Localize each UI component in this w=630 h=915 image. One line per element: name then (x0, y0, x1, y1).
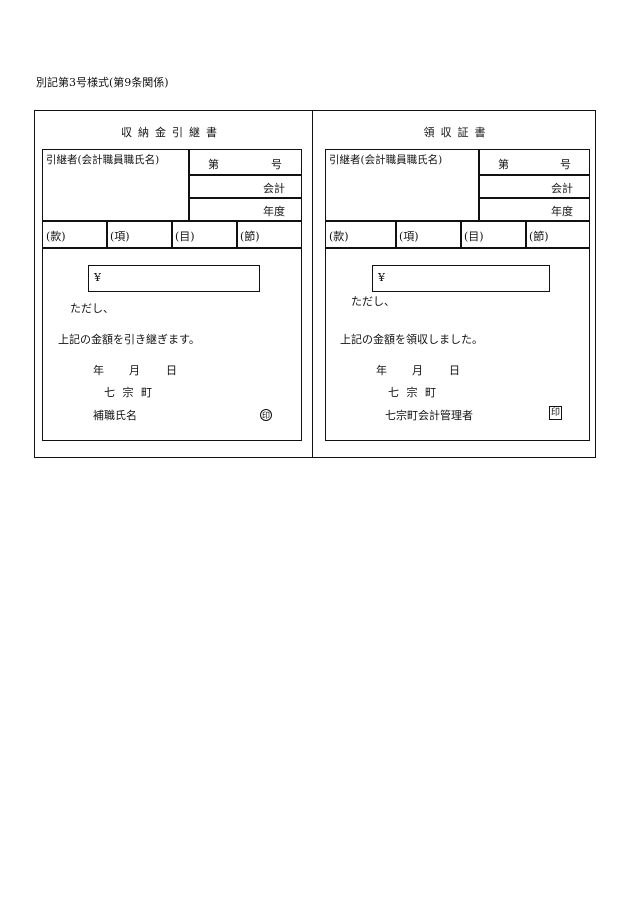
right-seal-mark: 印 (549, 406, 562, 420)
left-nendo-label: 年度 (263, 205, 285, 218)
left-transferor-label: 引継者(会計職員職氏名) (46, 154, 160, 166)
left-seal-mark: 印 (260, 409, 272, 421)
right-category-sep-1 (395, 220, 397, 248)
left-header-vline (188, 149, 190, 221)
form-frame (34, 110, 596, 458)
right-number-go: 号 (560, 158, 571, 171)
right-inner-box (325, 149, 590, 441)
center-divider (312, 110, 313, 458)
left-category-sep-3 (236, 220, 238, 248)
left-header-hline-2 (188, 197, 302, 199)
form-caption: 別記第3号様式(第9条関係) (36, 76, 169, 89)
left-number-go: 号 (271, 158, 282, 171)
left-date-gatsu: 月 (129, 364, 140, 377)
right-transferor-label: 引継者(会計職員職氏名) (329, 154, 443, 166)
right-date-nen: 年 (376, 364, 387, 377)
left-signer-label: 補職氏名 (93, 409, 137, 422)
right-kaikei-label: 会計 (551, 182, 573, 195)
left-amount-box (88, 265, 260, 292)
left-category-sep-1 (106, 220, 108, 248)
left-kou-label: (項) (110, 230, 130, 243)
left-date-hi: 日 (166, 364, 177, 377)
right-kan-label: (款) (329, 230, 349, 243)
right-date-hi: 日 (449, 364, 460, 377)
left-header-hline-1 (188, 174, 302, 176)
right-tadashi: ただし、 (351, 295, 395, 308)
right-title: 領収証書 (423, 126, 492, 139)
right-nendo-label: 年度 (551, 205, 573, 218)
right-kou-label: (項) (399, 230, 419, 243)
left-tadashi: ただし、 (70, 302, 114, 315)
right-signer-label: 七宗町会計管理者 (385, 409, 473, 422)
right-header-vline (478, 149, 480, 221)
left-kan-label: (款) (46, 230, 66, 243)
right-town-name: 七 宗 町 (388, 386, 438, 399)
left-category-sep-2 (171, 220, 173, 248)
right-category-bottom-line (325, 247, 590, 249)
right-number-dai: 第 (498, 158, 509, 171)
left-town-name: 七 宗 町 (104, 386, 154, 399)
left-yen-sign: ¥ (94, 271, 101, 284)
right-moku-label: (目) (464, 230, 484, 243)
right-category-sep-2 (460, 220, 462, 248)
left-number-dai: 第 (208, 158, 219, 171)
left-setsu-label: (節) (240, 230, 260, 243)
left-kaikei-label: 会計 (263, 182, 285, 195)
right-amount-box (372, 265, 550, 292)
right-category-sep-3 (525, 220, 527, 248)
right-setsu-label: (節) (529, 230, 549, 243)
right-statement: 上記の金額を領収しました。 (340, 333, 483, 346)
left-date-nen: 年 (93, 364, 104, 377)
right-header-bottom-line (325, 220, 590, 222)
left-inner-box (42, 149, 302, 441)
right-yen-sign: ¥ (378, 271, 385, 284)
right-header-hline-1 (478, 174, 590, 176)
right-date-gatsu: 月 (412, 364, 423, 377)
left-moku-label: (目) (175, 230, 195, 243)
left-statement: 上記の金額を引き継ぎます。 (58, 333, 200, 346)
left-title: 収納金引継書 (121, 126, 223, 139)
right-header-hline-2 (478, 197, 590, 199)
